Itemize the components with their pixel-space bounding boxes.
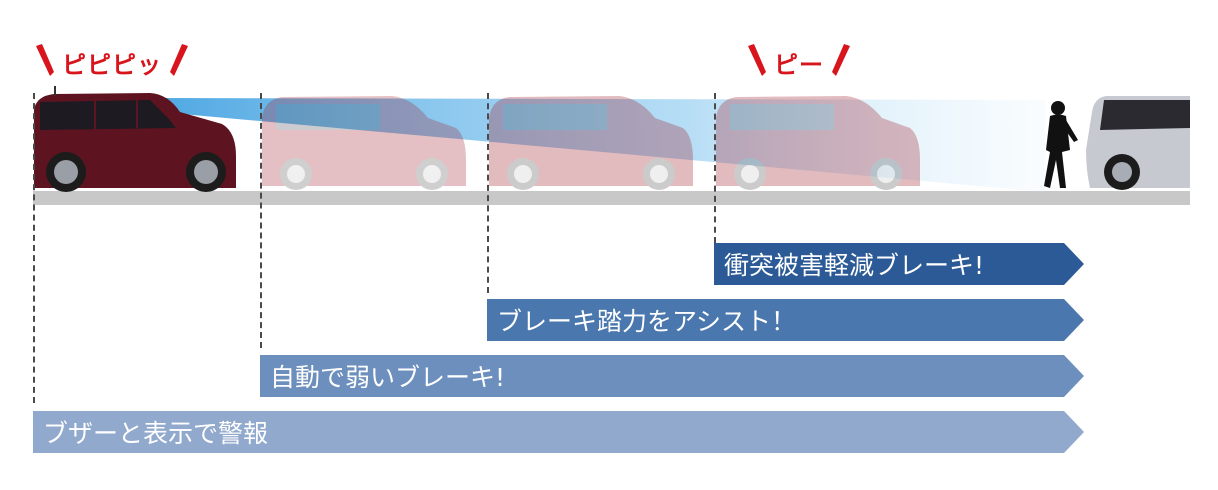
guide-line-weak-brake [260, 93, 262, 348]
stage-label-buzzer-warning: ブザーと表示で警報 [33, 411, 1064, 453]
alert-text-first: ピピピッ [62, 50, 162, 79]
road-strip [33, 191, 1190, 205]
stage-label-brake-assist: ブレーキ踏力をアシスト！ [487, 299, 1064, 341]
stage-bar-buzzer-warning: ブザーと表示で警報 [33, 411, 1084, 453]
stage-bar-collision-brake: 衝突被害軽減ブレーキ! [714, 243, 1084, 285]
ghost-car-3 [489, 96, 693, 190]
arrow-head-icon [1064, 411, 1084, 453]
guide-line-brake-assist [487, 93, 489, 293]
stage-bar-weak-brake: 自動で弱いブレーキ! [260, 355, 1084, 397]
guide-line-collision-brake [714, 93, 716, 243]
detection-beam [160, 98, 1045, 192]
alert-left-mark-icon [36, 44, 54, 76]
stage-label-collision-brake: 衝突被害軽減ブレーキ! [714, 243, 1064, 285]
beep-alert-first: ピピピッ [34, 40, 190, 84]
main-car [34, 86, 236, 192]
alert-right-mark-icon [832, 44, 850, 76]
beep-alert-second: ピー [746, 40, 852, 84]
arrow-head-icon [1064, 299, 1084, 341]
lead-car [1086, 96, 1190, 190]
traffic-scene [34, 86, 1190, 192]
alert-text-second: ピー [774, 50, 824, 79]
arrow-head-icon [1064, 243, 1084, 285]
stage-bar-brake-assist: ブレーキ踏力をアシスト！ [487, 299, 1084, 341]
ghost-car-2 [262, 96, 466, 190]
stage-label-weak-brake: 自動で弱いブレーキ! [260, 355, 1064, 397]
arrow-head-icon [1064, 355, 1084, 397]
alert-right-mark-icon [170, 44, 188, 76]
alert-left-mark-icon [748, 44, 766, 76]
ghost-car-4 [716, 96, 920, 190]
pedestrian [1044, 101, 1078, 188]
guide-line-buzzer [33, 93, 35, 403]
